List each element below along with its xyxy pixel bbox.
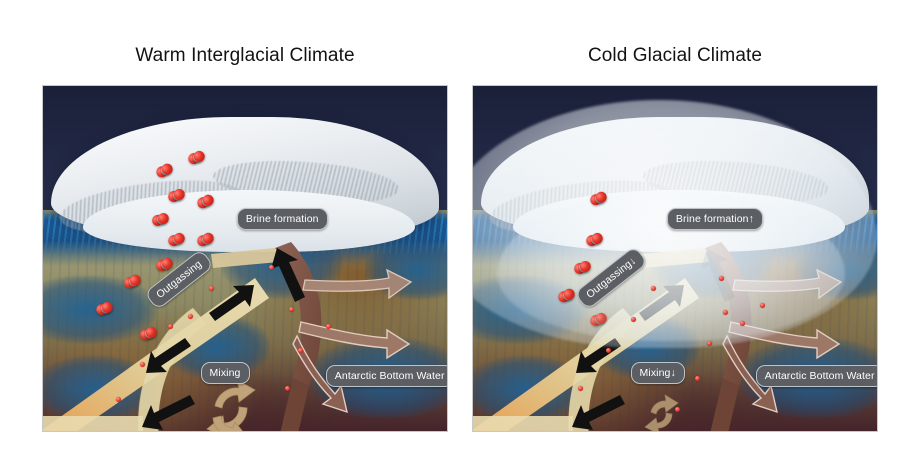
co2-dot bbox=[650, 286, 656, 292]
co2-dot bbox=[675, 406, 680, 412]
label-mixing: Mixing bbox=[200, 362, 250, 384]
co2-dot bbox=[739, 320, 745, 326]
label-antarctic-bottom-water: Antarctic Bottom Water bbox=[325, 365, 447, 388]
co2-dot bbox=[606, 348, 612, 354]
panel-cold-glacial: Cold Glacial Climate bbox=[472, 0, 878, 450]
label-brine-formation: Brine formation↑ bbox=[666, 208, 763, 231]
co2-dot bbox=[325, 324, 331, 330]
co2-dot bbox=[289, 306, 295, 312]
co2-dot bbox=[285, 386, 291, 392]
ocean-circulation-flows bbox=[43, 86, 447, 431]
co2-dot bbox=[759, 303, 765, 309]
label-antarctic-bottom-water: Antarctic Bottom Water bbox=[755, 365, 877, 388]
panel-illustration-cold: Brine formation↑ Outgassing↓ Mixing↓ Ant… bbox=[472, 85, 878, 432]
panel-title-cold: Cold Glacial Climate bbox=[587, 45, 763, 66]
panel-illustration-warm: Brine formation Outgassing Mixing Antarc… bbox=[42, 85, 448, 432]
co2-dot bbox=[707, 341, 713, 347]
co2-dot bbox=[139, 362, 145, 367]
co2-dot bbox=[578, 386, 584, 392]
co2-dot bbox=[297, 348, 303, 354]
co2-dot bbox=[115, 396, 121, 402]
co2-dot bbox=[188, 313, 194, 319]
co2-dot bbox=[630, 317, 636, 323]
co2-dot bbox=[695, 375, 701, 381]
co2-dot bbox=[168, 324, 174, 330]
co2-dot bbox=[723, 310, 729, 316]
panel-warm-interglacial: Warm Interglacial Climate bbox=[42, 0, 448, 450]
co2-dot bbox=[208, 286, 214, 292]
label-brine-formation: Brine formation bbox=[236, 208, 328, 231]
co2-dot bbox=[269, 265, 275, 271]
co2-dot bbox=[719, 275, 725, 281]
label-mixing: Mixing↓ bbox=[630, 362, 685, 384]
panel-title-warm: Warm Interglacial Climate bbox=[135, 45, 355, 66]
